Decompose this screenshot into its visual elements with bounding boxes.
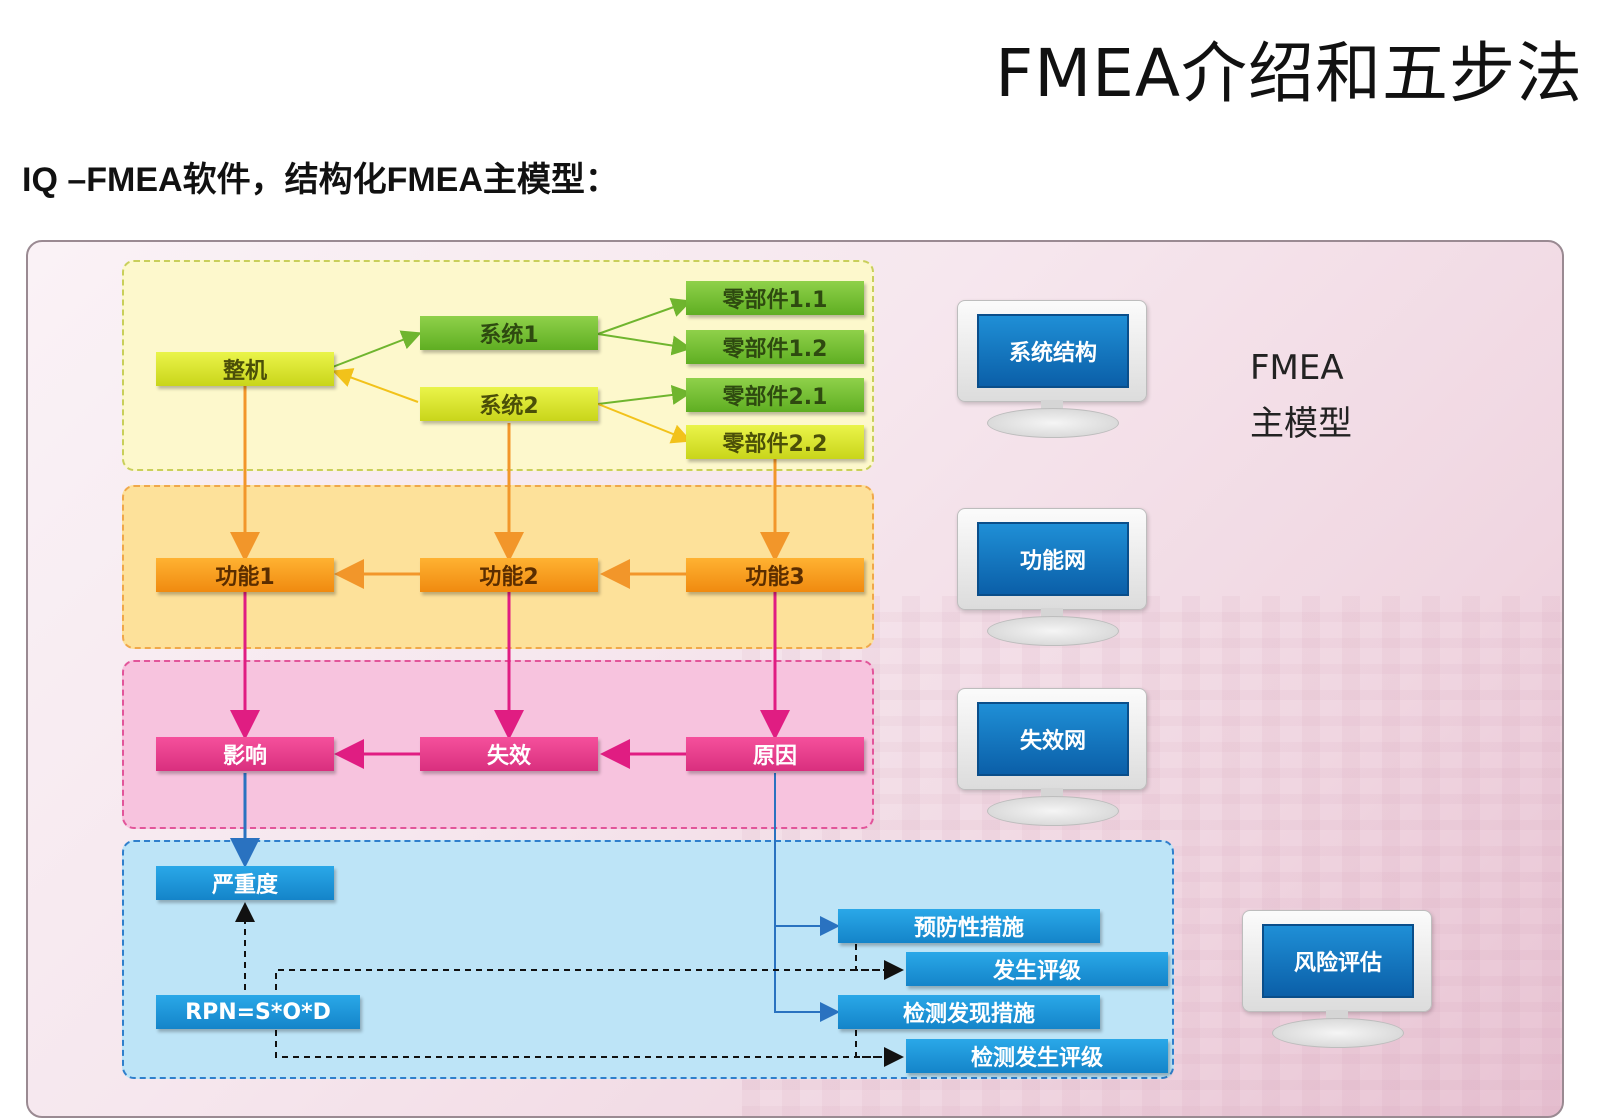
node-rpn: RPN=S*O*D	[156, 995, 360, 1029]
monitor-risk-assessment: 风险评估	[1242, 910, 1432, 1055]
node-part22: 零部件2.2	[686, 425, 864, 459]
node-detection-rating: 检测发生评级	[906, 1039, 1168, 1073]
node-cause: 原因	[686, 737, 864, 771]
node-function2: 功能2	[420, 558, 598, 592]
node-function3: 功能3	[686, 558, 864, 592]
fmea-label-line2: 主模型	[1250, 404, 1352, 444]
node-effect: 影响	[156, 737, 334, 771]
monitor-system-structure: 系统结构	[957, 300, 1147, 445]
node-root: 整机	[156, 352, 334, 386]
node-occurrence-rating: 发生评级	[906, 952, 1168, 986]
node-system2: 系统2	[420, 387, 598, 421]
node-failure: 失效	[420, 737, 598, 771]
page-title: FMEA介绍和五步法	[995, 35, 1583, 112]
node-part21: 零部件2.1	[686, 378, 864, 412]
page-subtitle: IQ –FMEA软件，结构化FMEA主模型：	[22, 161, 619, 199]
monitor-function-net: 功能网	[957, 508, 1147, 653]
node-part12: 零部件1.2	[686, 330, 864, 364]
monitor-failure-net: 失效网	[957, 688, 1147, 833]
node-severity: 严重度	[156, 866, 334, 900]
fmea-label-line1: FMEA	[1250, 348, 1344, 388]
fmea-model-label: FMEA 主模型	[1250, 340, 1352, 452]
node-system1: 系统1	[420, 316, 598, 350]
node-part11: 零部件1.1	[686, 281, 864, 315]
node-function1: 功能1	[156, 558, 334, 592]
node-prevention: 预防性措施	[838, 909, 1100, 943]
node-detection: 检测发现措施	[838, 995, 1100, 1029]
